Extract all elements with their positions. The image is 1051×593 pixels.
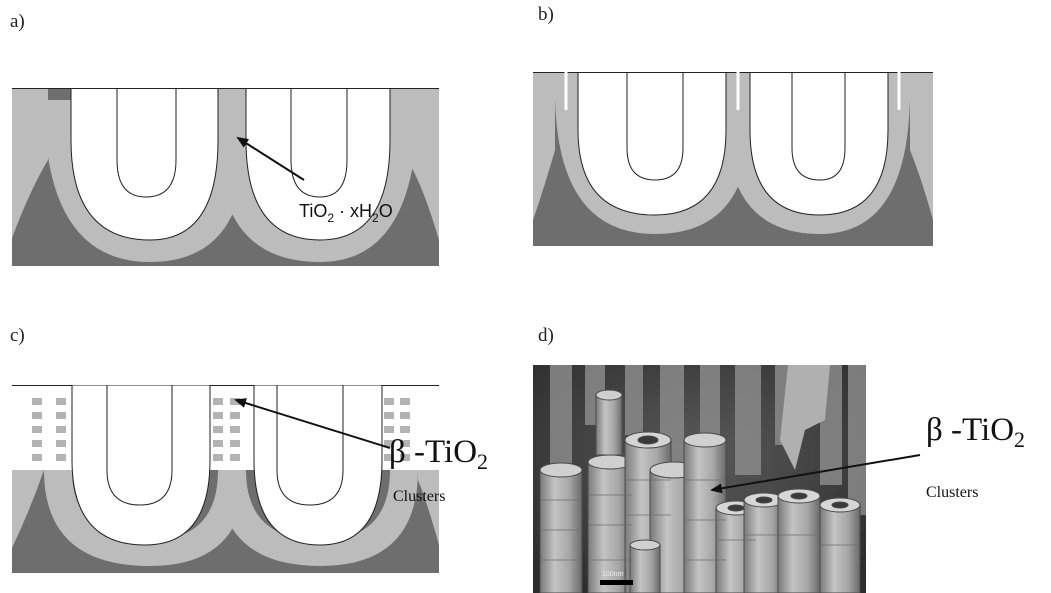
panel-c-annotation-clusters: Clusters	[393, 488, 445, 505]
panel-b-pore-2-inner	[791, 72, 846, 181]
panel-c-pore-1	[71, 385, 211, 546]
panel-c-annotation: β -TiO2	[389, 434, 488, 474]
panel-c-diagram	[12, 385, 439, 573]
panel-d-annotation-clusters: Clusters	[926, 484, 978, 501]
panel-label-c: c)	[10, 325, 25, 346]
panel-b-pore-1	[577, 72, 727, 216]
panel-c-pore-2	[253, 385, 383, 546]
panel-a-annotation: TiO2 · xH2O	[299, 201, 393, 225]
panel-a-diagram	[12, 88, 439, 266]
panel-a-arrow	[236, 136, 305, 181]
panel-label-d: d)	[538, 325, 554, 346]
panel-c-pore-2-inner	[276, 385, 344, 506]
panel-d-scale-label: 100nm	[602, 571, 624, 578]
panel-b-pore-1-inner	[626, 72, 684, 181]
panel-a-pore-1-inner	[116, 88, 177, 198]
panel-c-arrow	[234, 398, 391, 449]
panel-c-pore-1-inner	[106, 385, 173, 506]
panel-d-annotation: β -TiO2	[926, 412, 1025, 452]
panel-b-diagram	[533, 72, 933, 246]
panel-a-pore-2	[245, 88, 391, 241]
panel-d-scale-bar	[600, 580, 633, 585]
panel-d-arrow	[710, 454, 921, 494]
panel-b-pore-2	[749, 72, 889, 216]
panel-d-nanotubes	[539, 389, 861, 593]
panel-a-pore-1	[70, 88, 219, 241]
panel-label-a: a)	[10, 11, 25, 32]
panel-label-b: b)	[538, 4, 554, 25]
panel-d-sem-image: 100nm	[533, 365, 866, 593]
